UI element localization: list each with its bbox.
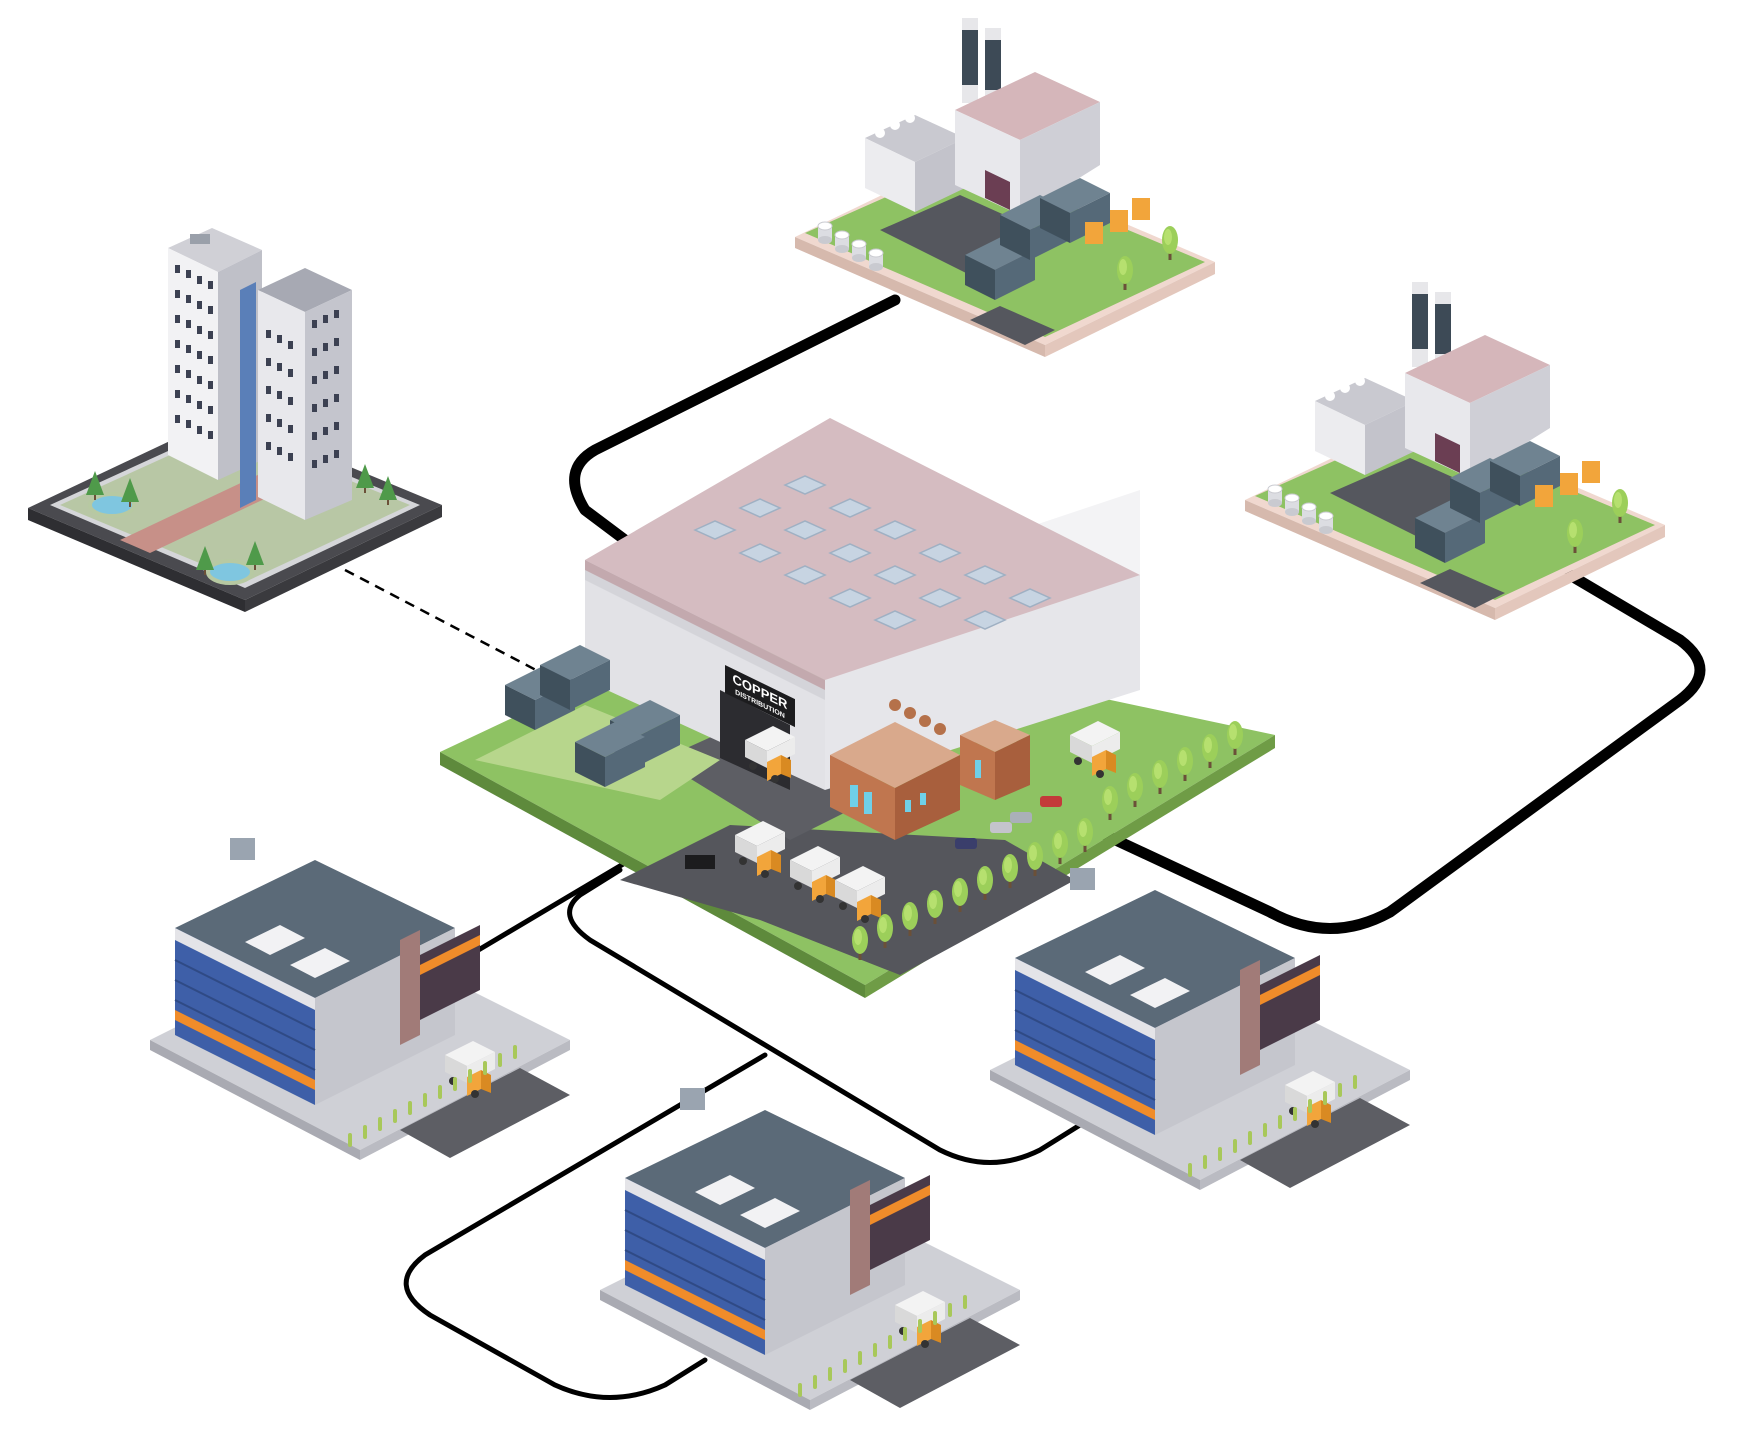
link-factory-right-hub [1099, 569, 1706, 934]
office-tower [28, 228, 442, 612]
hub-warehouse: COPPER DISTRIBUTION [440, 418, 1275, 998]
link-factory-top-hub [569, 294, 901, 546]
store-right [990, 868, 1410, 1190]
store-bottom [600, 1088, 1020, 1410]
connection-lines [344, 294, 1706, 1400]
store-left [150, 838, 570, 1160]
link-hub-store-right [567, 867, 1083, 1165]
factory-top [795, 18, 1215, 357]
link-hub-store-left [467, 857, 633, 958]
link-office-hub [344, 568, 556, 682]
factory-right [1245, 282, 1665, 620]
link-to-store-bottom [403, 1052, 768, 1400]
